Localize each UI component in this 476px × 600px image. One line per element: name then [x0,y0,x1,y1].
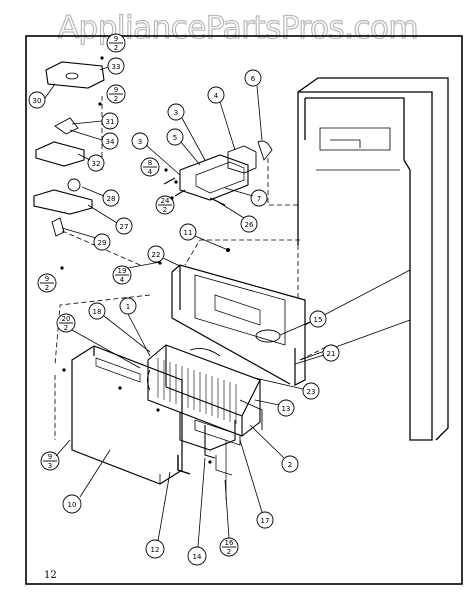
svg-text:7: 7 [257,195,261,203]
drain-heater-parts [177,412,241,500]
svg-text:14: 14 [193,553,202,561]
svg-text:2: 2 [45,284,49,292]
callout-33: 33 [107,57,125,75]
svg-text:4: 4 [120,276,125,284]
fraction-20-2: 202 [56,313,76,333]
svg-text:11: 11 [184,229,193,237]
svg-text:32: 32 [92,160,101,168]
svg-text:23: 23 [307,388,316,396]
svg-text:18: 18 [93,308,102,316]
mullion-duct-assembly [171,264,306,386]
svg-text:13: 13 [282,405,291,413]
fraction-top: 92 [106,33,126,53]
svg-text:34: 34 [106,138,115,146]
svg-text:29: 29 [98,239,107,247]
page-number: 12 [44,570,57,581]
svg-text:2: 2 [114,95,118,103]
svg-text:15: 15 [314,316,323,324]
svg-text:26: 26 [245,221,254,229]
svg-text:3: 3 [174,109,178,117]
svg-text:21: 21 [327,350,336,358]
callout-30: 30 [28,91,46,109]
fraction-mid: 92 [106,84,126,104]
callout-32: 32 [87,154,105,172]
callout-12: 12 [145,539,165,559]
callout-22: 22 [147,245,165,263]
svg-text:9: 9 [45,275,49,283]
diagram-border [25,35,463,585]
svg-text:12: 12 [151,546,160,554]
svg-text:2: 2 [288,461,292,469]
callout-13: 13 [277,399,295,417]
fraction-9-3: 93 [40,451,60,471]
callout-31: 31 [101,112,119,130]
callout-11: 11 [179,223,197,241]
callout-10: 10 [62,494,82,514]
fraction-callouts: 92 92 84 242 92 194 202 93 162 [37,33,239,557]
callout-17: 17 [256,511,274,529]
svg-text:16: 16 [225,539,234,547]
callout-3a: 3 [167,103,185,121]
svg-text:3: 3 [48,462,52,470]
callouts: 1 2 3 3 4 5 6 7 10 11 12 13 14 15 17 18 … [28,57,340,566]
fraction-16-2: 162 [219,537,239,557]
callout-28: 28 [102,189,120,207]
callout-29: 29 [93,233,111,251]
fraction-19-4: 194 [112,265,132,285]
leader-lines [44,66,325,548]
svg-text:3: 3 [138,138,142,146]
callout-21: 21 [322,344,340,362]
svg-text:5: 5 [173,134,177,142]
callout-7: 7 [250,189,268,207]
svg-text:2: 2 [64,324,68,332]
svg-text:17: 17 [261,517,270,525]
svg-text:20: 20 [62,315,71,323]
svg-text:6: 6 [251,75,256,83]
svg-text:10: 10 [68,501,77,509]
svg-text:2: 2 [163,206,167,214]
callout-18: 18 [88,302,106,320]
svg-text:9: 9 [114,86,118,94]
callout-6: 6 [244,69,262,87]
callout-2: 2 [281,455,299,473]
svg-text:22: 22 [152,251,161,259]
svg-text:4: 4 [214,92,219,100]
callout-5: 5 [166,128,184,146]
svg-text:2: 2 [227,548,231,556]
svg-text:9: 9 [48,453,52,461]
callout-23: 23 [302,382,320,400]
svg-text:33: 33 [112,63,121,71]
callout-27: 27 [115,217,133,235]
svg-text:31: 31 [106,118,115,126]
damper-assembly [33,61,105,237]
svg-text:28: 28 [107,195,116,203]
callout-15: 15 [309,310,327,328]
callout-14: 14 [187,546,207,566]
callout-4: 4 [207,86,225,104]
svg-text:8: 8 [148,159,152,167]
callout-34: 34 [101,132,119,150]
svg-text:1: 1 [126,303,130,311]
svg-text:19: 19 [118,267,127,275]
svg-text:27: 27 [120,223,129,231]
svg-text:2: 2 [114,44,118,52]
callout-3b: 3 [131,132,149,150]
fraction-8-4: 84 [140,157,160,177]
callout-26: 26 [240,215,258,233]
svg-text:4: 4 [148,168,153,176]
evaporator-cover [71,345,183,485]
svg-text:9: 9 [114,35,118,43]
evaporator-coil [147,344,263,437]
fraction-24-2: 242 [155,195,175,215]
svg-text:30: 30 [33,97,42,105]
callout-1: 1 [119,297,137,315]
svg-text:24: 24 [161,197,170,205]
fraction-9-2-low: 92 [37,273,57,293]
screws [60,56,230,464]
refrigerator-cabinet [297,77,449,441]
control-box-assembly [163,140,273,206]
